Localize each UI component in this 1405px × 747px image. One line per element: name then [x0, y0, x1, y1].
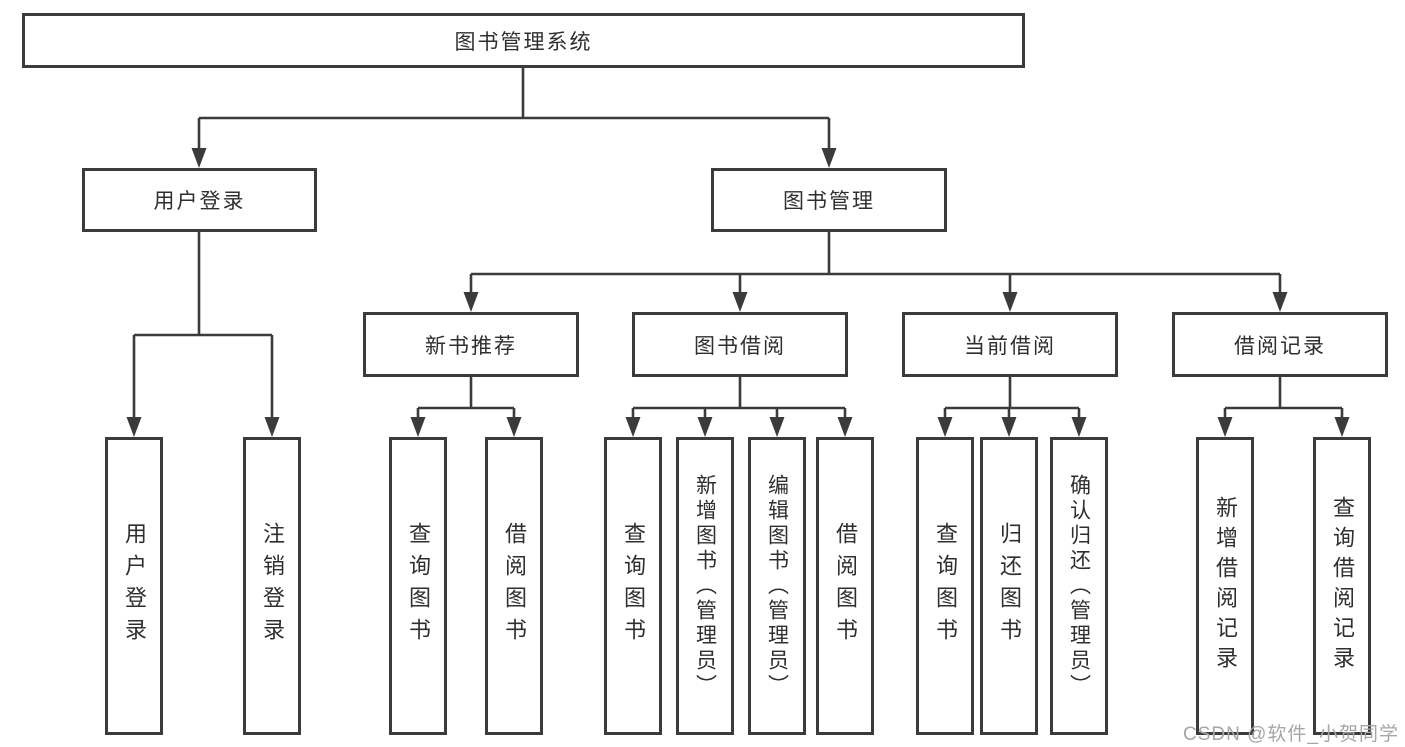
connector-book-borrow — [625, 377, 853, 437]
connector-new-book-recommend — [410, 377, 522, 437]
node-borrow-records: 借阅记录 — [1172, 312, 1388, 377]
leaf-query-books-borrow: 查询图书 — [604, 437, 662, 735]
leaf-label: 确认归还（管理员） — [1067, 473, 1091, 699]
node-label: 当前借阅 — [964, 334, 1056, 358]
leaf-label: 查询图书 — [406, 522, 431, 650]
leaf-label: 归还图书 — [997, 522, 1022, 650]
csdn-watermark: CSDN @软件_小贺同学 — [1183, 724, 1399, 745]
node-book-borrow: 图书借阅 — [632, 312, 848, 377]
node-new-book-recommend: 新书推荐 — [363, 312, 579, 377]
leaf-query-books-current: 查询图书 — [916, 437, 974, 735]
node-label: 用户登录 — [153, 190, 246, 213]
leaf-label: 查询图书 — [933, 522, 958, 650]
connector-borrow-records — [1217, 377, 1350, 437]
leaf-add-books-admin: 新增图书（管理员） — [676, 437, 734, 735]
node-book-management: 图书管理 — [711, 168, 947, 232]
connector-root — [191, 68, 837, 168]
node-user-login: 用户登录 — [82, 168, 317, 232]
leaf-add-borrow-record: 新增借阅记录 — [1196, 437, 1254, 735]
connector-user-login — [126, 232, 280, 437]
leaf-label: 用户登录 — [122, 522, 147, 650]
node-label: 图书借阅 — [694, 334, 786, 358]
leaf-query-borrow-record: 查询借阅记录 — [1313, 437, 1371, 735]
leaf-edit-books-admin: 编辑图书（管理员） — [748, 437, 806, 735]
node-library-management-system: 图书管理系统 — [22, 13, 1025, 68]
leaf-label: 编辑图书（管理员） — [765, 473, 789, 699]
leaf-label: 注销登录 — [260, 522, 285, 650]
node-label: 图书管理 — [783, 190, 875, 213]
leaf-label: 新增图书（管理员） — [693, 473, 717, 699]
leaf-query-books-recommend: 查询图书 — [389, 437, 447, 735]
leaf-return-books: 归还图书 — [980, 437, 1038, 735]
leaf-confirm-return-admin: 确认归还（管理员） — [1050, 437, 1108, 735]
leaf-label: 借阅图书 — [833, 522, 858, 650]
leaf-borrow-books: 借阅图书 — [816, 437, 874, 735]
leaf-label: 查询图书 — [621, 522, 646, 650]
leaf-logout: 注销登录 — [243, 437, 301, 735]
connector-book-management — [463, 232, 1288, 312]
leaf-borrow-books-recommend: 借阅图书 — [485, 437, 543, 735]
leaf-label: 查询借阅记录 — [1330, 496, 1355, 676]
node-label: 新书推荐 — [425, 334, 517, 358]
leaf-label: 新增借阅记录 — [1213, 496, 1238, 676]
node-current-borrow: 当前借阅 — [902, 312, 1118, 377]
node-label: 借阅记录 — [1234, 334, 1326, 358]
connector-current-borrow — [937, 377, 1087, 437]
node-label: 图书管理系统 — [454, 30, 593, 54]
leaf-label: 借阅图书 — [502, 522, 527, 650]
leaf-user-login: 用户登录 — [105, 437, 163, 735]
